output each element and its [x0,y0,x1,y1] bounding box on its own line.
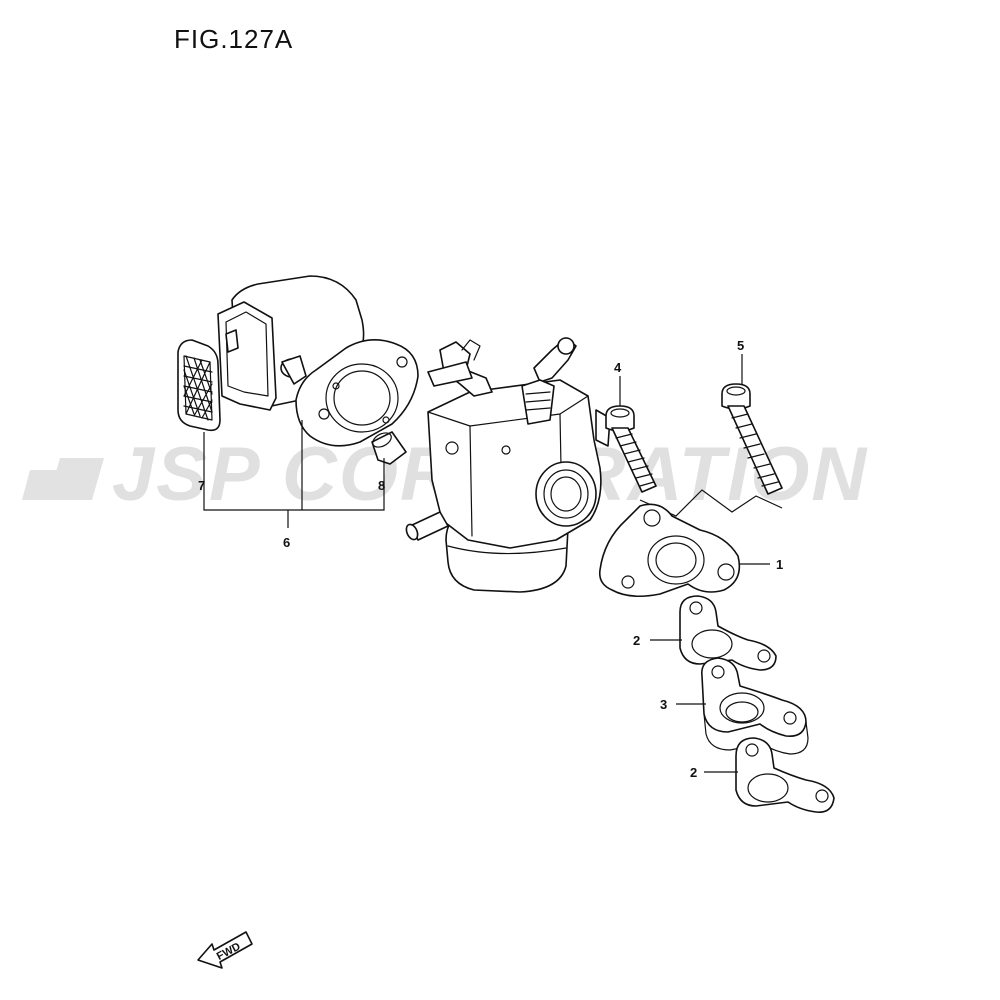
part-6-intake-housing [217,275,419,447]
callout-part-2-lower: 2 [690,765,697,780]
callout-part-6: 6 [283,535,290,550]
part-3-spacer [701,657,809,755]
watermark-logo [22,458,104,500]
callout-part-3: 3 [660,697,667,712]
carburetor [405,337,611,593]
part-8-collar [371,431,407,465]
fwd-label: FWD [215,940,243,962]
part-5-screw [721,383,783,495]
part-1-insulator [598,503,741,598]
callout-part-5: 5 [737,338,744,353]
callout-part-4: 4 [614,360,622,375]
figure-title: FIG.127A [174,24,294,54]
callout-part-2-upper: 2 [633,633,640,648]
callout-part-1: 1 [776,557,783,572]
part-7-filter-screen [177,339,221,432]
leader-lines [203,354,770,773]
part-2-upper-gasket [679,595,777,671]
part-2-lower-gasket [735,737,835,814]
fwd-arrow-icon [197,931,253,969]
fwd-direction-badge: FWD [197,931,253,969]
part-4-screw [605,405,657,493]
callout-part-8: 8 [378,478,385,493]
callout-part-7: 7 [198,478,205,493]
